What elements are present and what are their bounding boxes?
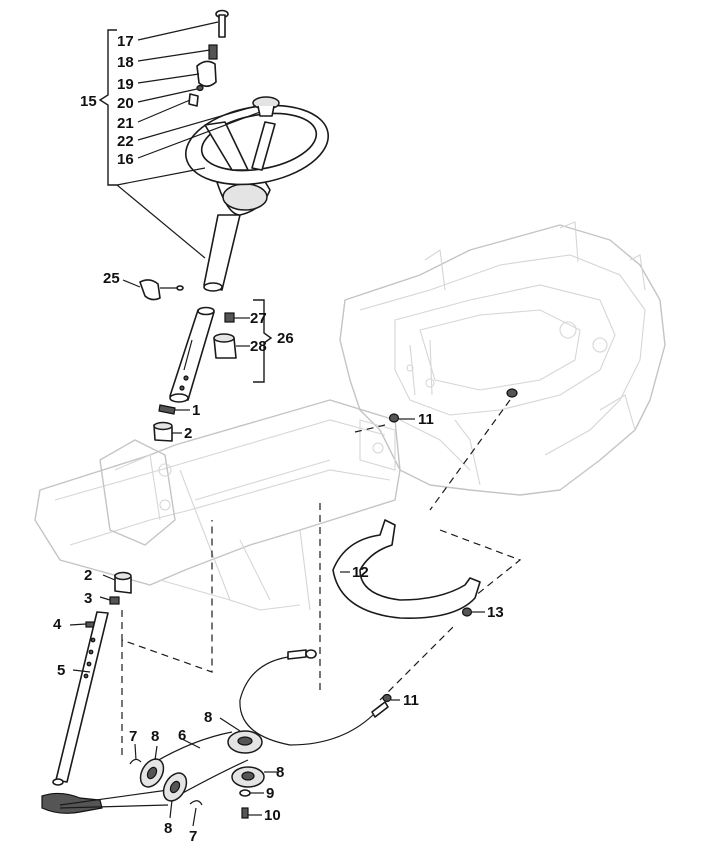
callout-26: 26 xyxy=(277,330,294,347)
callout-19: 19 xyxy=(117,76,134,93)
callout-11-lower: 11 xyxy=(403,692,419,709)
callout-8-left: 8 xyxy=(151,728,159,745)
callout-21: 21 xyxy=(117,115,134,132)
chassis-body-ghost xyxy=(339,221,666,496)
callout-8-top: 8 xyxy=(204,709,212,726)
callout-12: 12 xyxy=(352,564,369,581)
callout-27: 27 xyxy=(250,310,267,327)
knob-parts-17-22 xyxy=(188,9,229,107)
callout-16: 16 xyxy=(117,151,134,168)
chassis-frame-ghost xyxy=(34,399,401,611)
callout-2-lower: 2 xyxy=(84,567,92,584)
callout-17: 17 xyxy=(117,33,134,50)
callout-4: 4 xyxy=(53,616,62,633)
callout-6: 6 xyxy=(178,727,186,744)
callout-2-upper: 2 xyxy=(184,425,192,442)
column-lower-parts xyxy=(139,279,237,403)
callout-22: 22 xyxy=(117,133,134,150)
callout-labels: 17 18 19 15 20 21 22 16 25 27 26 28 1 2 … xyxy=(53,33,504,845)
callout-18: 18 xyxy=(117,54,134,71)
callout-5: 5 xyxy=(57,662,65,679)
callout-25: 25 xyxy=(103,270,120,287)
leader-lines xyxy=(69,21,485,827)
callout-8-right: 8 xyxy=(276,764,284,781)
callout-15: 15 xyxy=(80,93,97,110)
callout-8-bottom: 8 xyxy=(164,820,172,837)
callout-1: 1 xyxy=(192,402,200,419)
callout-11-upper: 11 xyxy=(418,411,434,428)
callout-7-left: 7 xyxy=(129,728,137,745)
cable-bracket xyxy=(239,388,518,746)
brace-26 xyxy=(253,299,273,383)
pulleys-belt xyxy=(129,730,265,819)
steering-wheel xyxy=(184,96,330,292)
callout-3: 3 xyxy=(84,590,92,607)
callout-28: 28 xyxy=(250,338,267,355)
callout-7-bottom: 7 xyxy=(189,828,197,845)
callout-10: 10 xyxy=(264,807,281,824)
callout-9: 9 xyxy=(266,785,274,802)
brace-15 xyxy=(98,29,117,186)
lower-shaft xyxy=(41,571,169,814)
callout-20: 20 xyxy=(117,95,134,112)
assembly-guide-lines xyxy=(121,399,522,760)
callout-13: 13 xyxy=(487,604,504,621)
column-bushing-upper xyxy=(153,404,176,442)
